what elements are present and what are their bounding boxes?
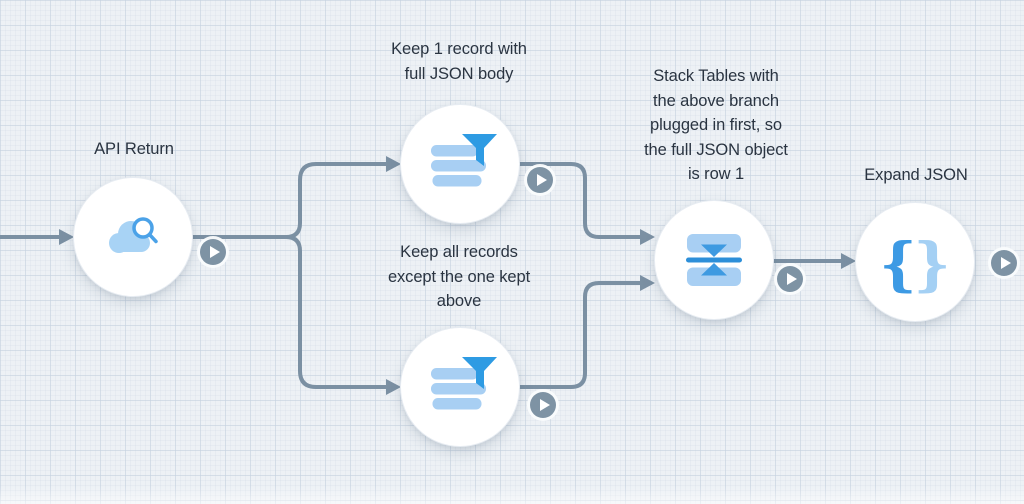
play-icon bbox=[786, 273, 797, 285]
curly-braces-icon: { } bbox=[881, 230, 949, 296]
node-keep-all-records[interactable] bbox=[400, 327, 520, 447]
edge-api-to-keepall bbox=[191, 235, 392, 389]
play-icon bbox=[209, 246, 220, 258]
run-button-expand-json[interactable] bbox=[991, 250, 1017, 276]
svg-text:}: } bbox=[913, 230, 949, 296]
node-keep-1-record[interactable] bbox=[400, 104, 520, 224]
play-icon bbox=[539, 399, 550, 411]
arrowhead bbox=[386, 379, 401, 395]
arrowhead bbox=[640, 229, 655, 245]
node-label-keep-all-records: Keep all records except the one kept abo… bbox=[387, 243, 531, 310]
node-label-expand-json: Expand JSON bbox=[864, 166, 968, 184]
play-icon bbox=[1000, 257, 1011, 269]
node-label-api-return: API Return bbox=[94, 140, 174, 158]
node-api-return[interactable] bbox=[73, 177, 193, 297]
cloud-search-icon bbox=[109, 217, 158, 253]
node-label-stack-tables: Stack Tables with the above branch plugg… bbox=[644, 67, 788, 183]
run-button-keep-1-record[interactable] bbox=[527, 167, 553, 193]
node-expand-json[interactable]: { } bbox=[855, 202, 975, 322]
arrowhead bbox=[386, 156, 401, 172]
edge-keepall-to-stack bbox=[518, 281, 646, 389]
stack-icon bbox=[686, 234, 742, 286]
play-icon bbox=[536, 174, 547, 186]
node-label-keep-1-record: Keep 1 record with full JSON body bbox=[391, 40, 527, 83]
run-button-stack-tables[interactable] bbox=[777, 266, 803, 292]
edge-api-to-keep1 bbox=[191, 162, 392, 239]
run-button-api-return[interactable] bbox=[200, 239, 226, 265]
node-stack-tables[interactable] bbox=[654, 200, 774, 320]
edge-keep1-to-stack bbox=[518, 162, 646, 239]
arrowhead bbox=[841, 253, 856, 269]
filter-icon bbox=[431, 134, 497, 187]
arrowhead bbox=[59, 229, 74, 245]
arrowhead bbox=[640, 275, 655, 291]
filter-icon bbox=[431, 357, 497, 410]
run-button-keep-all-records[interactable] bbox=[530, 392, 556, 418]
svg-text:{: { bbox=[881, 230, 917, 296]
